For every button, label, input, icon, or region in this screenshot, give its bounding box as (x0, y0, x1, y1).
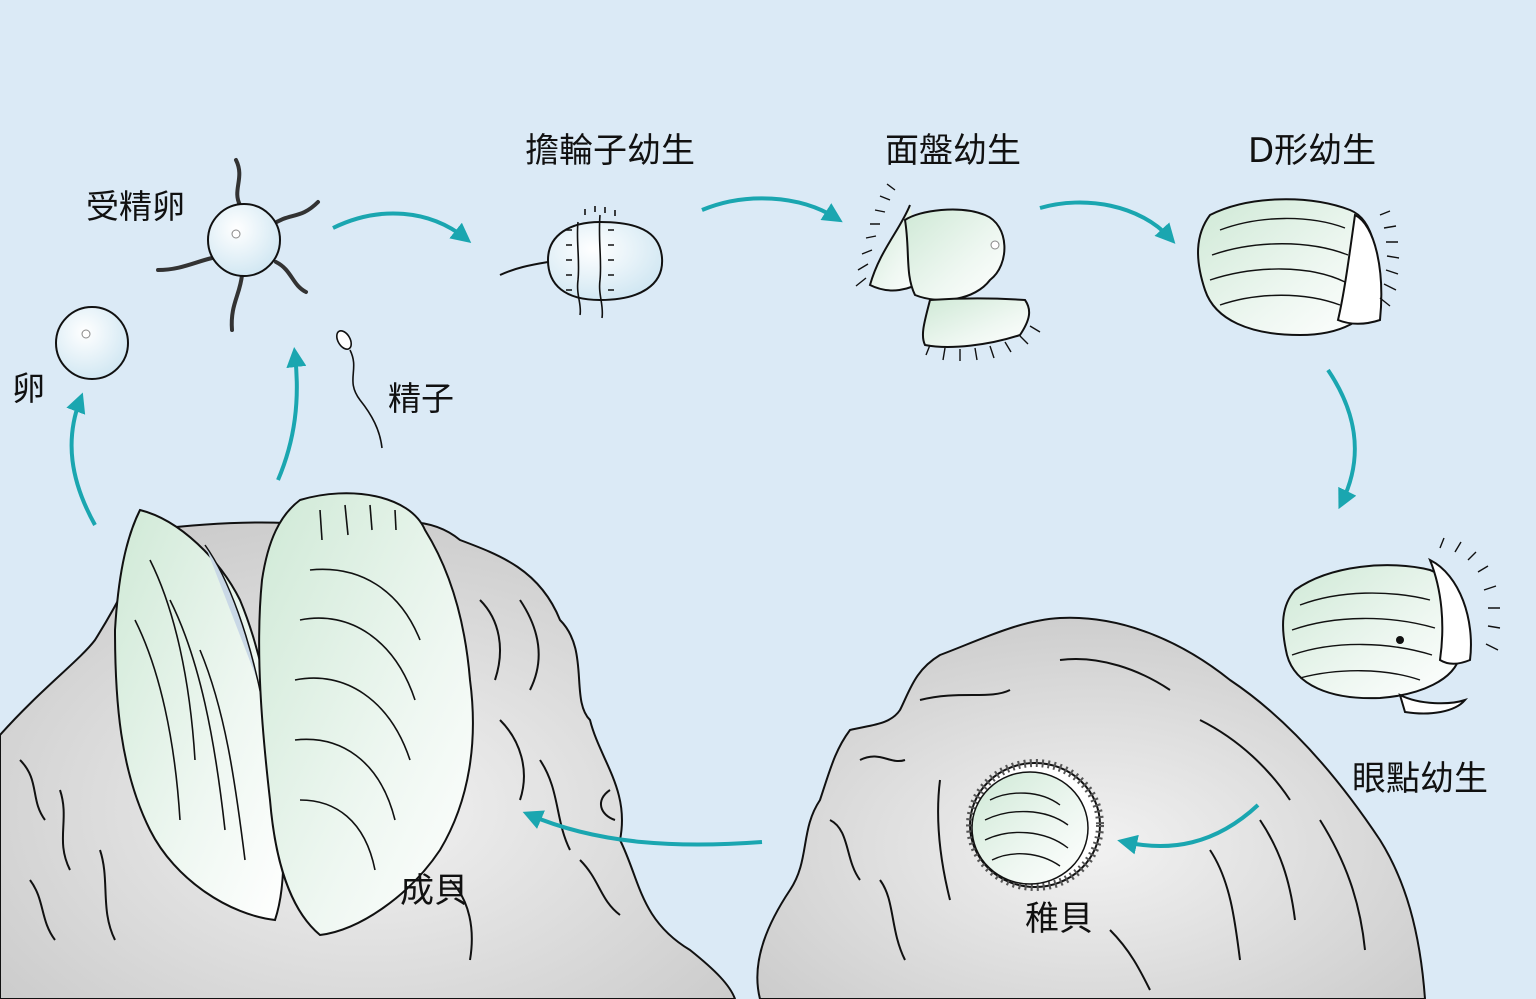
label-adult: 成貝 (400, 871, 468, 911)
veliger-illustration (855, 183, 1041, 361)
arrow-veliger-to-d-larva (1039, 200, 1176, 244)
label-fertilized-egg: 受精卵 (86, 187, 185, 226)
label-d-larva: D形幼生 (1248, 131, 1376, 171)
arrow-eyed-to-spat (1117, 803, 1260, 855)
trochophore-illustration (499, 206, 664, 319)
label-eyed-larva: 眼點幼生 (1352, 759, 1488, 799)
egg-illustration (55, 306, 129, 380)
label-trochophore: 擔輪子幼生 (525, 131, 695, 171)
cycle-arrows (66, 196, 1357, 855)
fertilized-egg-illustration (156, 158, 320, 332)
label-sperm: 精子 (388, 379, 454, 418)
spat-shell (966, 759, 1104, 891)
label-spat: 稚貝 (1025, 899, 1093, 939)
arrow-fertilized-to-trochophore (332, 211, 472, 243)
adult-oyster (113, 492, 474, 937)
arrow-trochophore-to-veliger (701, 196, 843, 223)
d-larva-illustration (1197, 198, 1400, 337)
sperm-illustration (335, 330, 383, 449)
arrow-d-larva-to-eyed (1326, 368, 1357, 510)
eyed-larva-illustration (1282, 537, 1501, 715)
arrow-adult-to-egg (66, 392, 97, 526)
label-veliger: 面盤幼生 (885, 131, 1021, 171)
arrow-spat-to-adult (522, 810, 763, 847)
arrow-adult-to-fertilized (276, 347, 307, 481)
label-egg: 卵 (12, 369, 45, 408)
